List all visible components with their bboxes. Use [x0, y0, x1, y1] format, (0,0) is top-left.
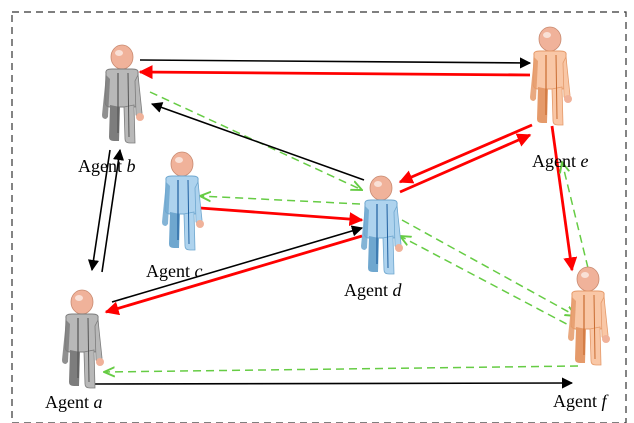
agent-label-id: f: [601, 391, 607, 411]
edge-f-to-a-green: [104, 365, 579, 372]
agent-label-id: a: [93, 392, 103, 412]
agent-label-word: Agent: [146, 261, 195, 281]
agent-e-label: Agent e: [532, 152, 589, 170]
edge-d-to-a-red: [104, 234, 363, 316]
edge-e-to-b-red: [138, 65, 531, 80]
agent-c-label: Agent c: [146, 262, 203, 280]
edge-c-to-d-red: [199, 206, 364, 227]
agent-label-word: Agent: [553, 391, 602, 411]
agent-label-word: Agent: [45, 392, 94, 412]
agent-label-word: Agent: [344, 280, 393, 300]
edge-e-to-f-red: [550, 125, 578, 272]
agent-b-figure: [102, 44, 144, 144]
agent-d-label: Agent d: [344, 281, 402, 299]
edge-d-to-c-green: [200, 196, 361, 205]
edges-layer: [87, 57, 589, 389]
agent-f-label: Agent f: [553, 392, 607, 410]
edge-d-to-b-black: [150, 102, 365, 181]
agent-label-id: b: [126, 156, 136, 176]
edge-a-to-b-black: [101, 148, 125, 273]
agent-e-figure: [530, 26, 572, 126]
agent-a-label: Agent a: [45, 393, 103, 411]
agent-f-figure: [568, 266, 610, 366]
edge-f-to-e-green: [562, 162, 589, 269]
agent-d-figure: [361, 175, 403, 275]
agent-label-word: Agent: [78, 156, 127, 176]
agent-c-figure: [162, 151, 204, 251]
diagram-border: [11, 11, 627, 423]
edge-d-to-f-green: [401, 219, 576, 316]
agent-label-id: d: [392, 280, 402, 300]
edge-b-to-e-black: [139, 57, 532, 69]
edge-d-to-e-red: [399, 133, 532, 194]
agent-b-label: Agent b: [78, 157, 136, 175]
edge-a-to-d-black: [111, 225, 364, 303]
edge-a-to-f-black: [87, 377, 574, 389]
agent-label-word: Agent: [532, 151, 581, 171]
agent-label-id: c: [194, 261, 203, 281]
edge-b-to-a-black: [87, 149, 111, 272]
agent-a-figure: [62, 289, 104, 389]
agent-label-id: e: [580, 151, 589, 171]
edge-f-to-d-green: [400, 236, 579, 331]
agents-layer: [62, 26, 610, 389]
edge-e-to-d-red: [398, 123, 533, 184]
